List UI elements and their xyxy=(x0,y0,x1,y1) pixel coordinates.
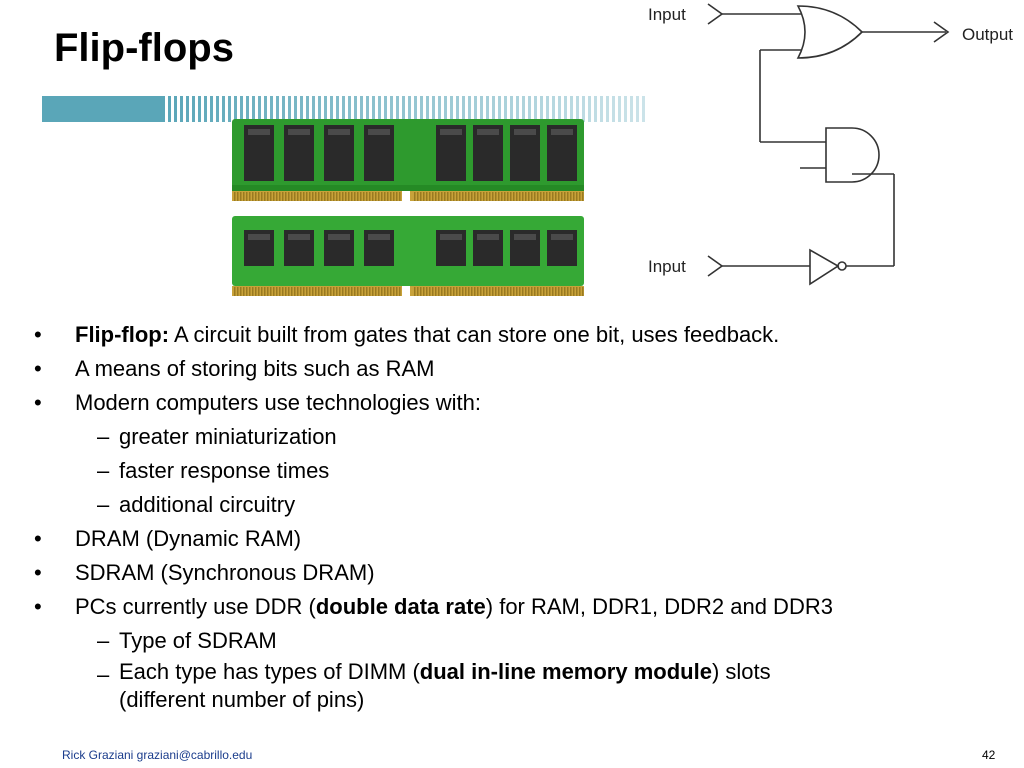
sub-list-item: –additional circuitry xyxy=(75,488,994,522)
sub-list-item: –Type of SDRAM xyxy=(75,624,994,658)
diagram-input-top-label: Input xyxy=(648,5,686,24)
bullet-icon: • xyxy=(34,560,42,585)
sub-text-bold: dual in-line memory module xyxy=(419,659,712,684)
diagram-output-label: Output xyxy=(962,25,1013,44)
ram-module-image-bottom xyxy=(232,216,584,296)
sub-list: –greater miniaturization –faster respons… xyxy=(75,420,994,522)
bullet-bold: double data rate xyxy=(315,594,486,619)
bullet-icon: • xyxy=(34,526,42,551)
sub-list-item: –faster response times xyxy=(75,454,994,488)
list-item: • Modern computers use technologies with… xyxy=(34,386,994,522)
sub-text: faster response times xyxy=(119,458,330,483)
bullet-text: SDRAM (Synchronous DRAM) xyxy=(75,560,375,585)
sub-list-item: –Each type has types of DIMM (dual in-li… xyxy=(75,658,994,714)
bullet-text: A means of storing bits such as RAM xyxy=(75,356,435,381)
bullet-text: A circuit built from gates that can stor… xyxy=(169,322,780,347)
bullet-icon: • xyxy=(34,594,42,619)
bullet-bold: Flip-flop: xyxy=(75,322,170,347)
slide-title: Flip-flops xyxy=(54,26,234,70)
dash-icon: – xyxy=(97,492,110,517)
bullet-text-pre: PCs currently use DDR ( xyxy=(75,594,316,619)
sub-text-line2: (different number of pins) xyxy=(119,687,365,712)
decorative-stripe-bar xyxy=(42,96,645,122)
sub-list: –Type of SDRAM –Each type has types of D… xyxy=(75,624,994,714)
sub-text: Type of SDRAM xyxy=(119,628,277,653)
list-item: • Flip-flop: A circuit built from gates … xyxy=(34,318,994,352)
flip-flop-circuit-diagram: Input Output Input xyxy=(648,3,1013,286)
sub-list-item: –greater miniaturization xyxy=(75,420,994,454)
bullet-icon: • xyxy=(34,390,42,415)
bullet-text-post: ) for RAM, DDR1, DDR2 and DDR3 xyxy=(485,594,833,619)
bullet-list: • Flip-flop: A circuit built from gates … xyxy=(34,318,994,714)
sub-text: greater miniaturization xyxy=(119,424,337,449)
dash-icon: – xyxy=(97,424,110,449)
list-item: • PCs currently use DDR (double data rat… xyxy=(34,590,994,714)
bullet-icon: • xyxy=(34,322,42,347)
bullet-icon: • xyxy=(34,356,42,381)
bullet-text: Modern computers use technologies with: xyxy=(75,390,481,415)
dash-icon: – xyxy=(97,628,110,653)
ram-module-image-top xyxy=(232,119,584,201)
diagram-input-bottom-label: Input xyxy=(648,257,686,276)
page-number: 42 xyxy=(982,748,996,762)
footer-author: Rick Graziani graziani@cabrillo.edu xyxy=(62,748,253,762)
dash-icon: – xyxy=(97,458,110,483)
sub-text-post: ) slots xyxy=(711,659,771,684)
sub-text-pre: Each type has types of DIMM ( xyxy=(119,659,420,684)
list-item: • DRAM (Dynamic RAM) xyxy=(34,522,994,556)
sub-text: additional circuitry xyxy=(119,492,296,517)
dash-icon: – xyxy=(97,662,110,687)
list-item: • A means of storing bits such as RAM xyxy=(34,352,994,386)
list-item: • SDRAM (Synchronous DRAM) xyxy=(34,556,994,590)
bullet-text: DRAM (Dynamic RAM) xyxy=(75,526,302,551)
